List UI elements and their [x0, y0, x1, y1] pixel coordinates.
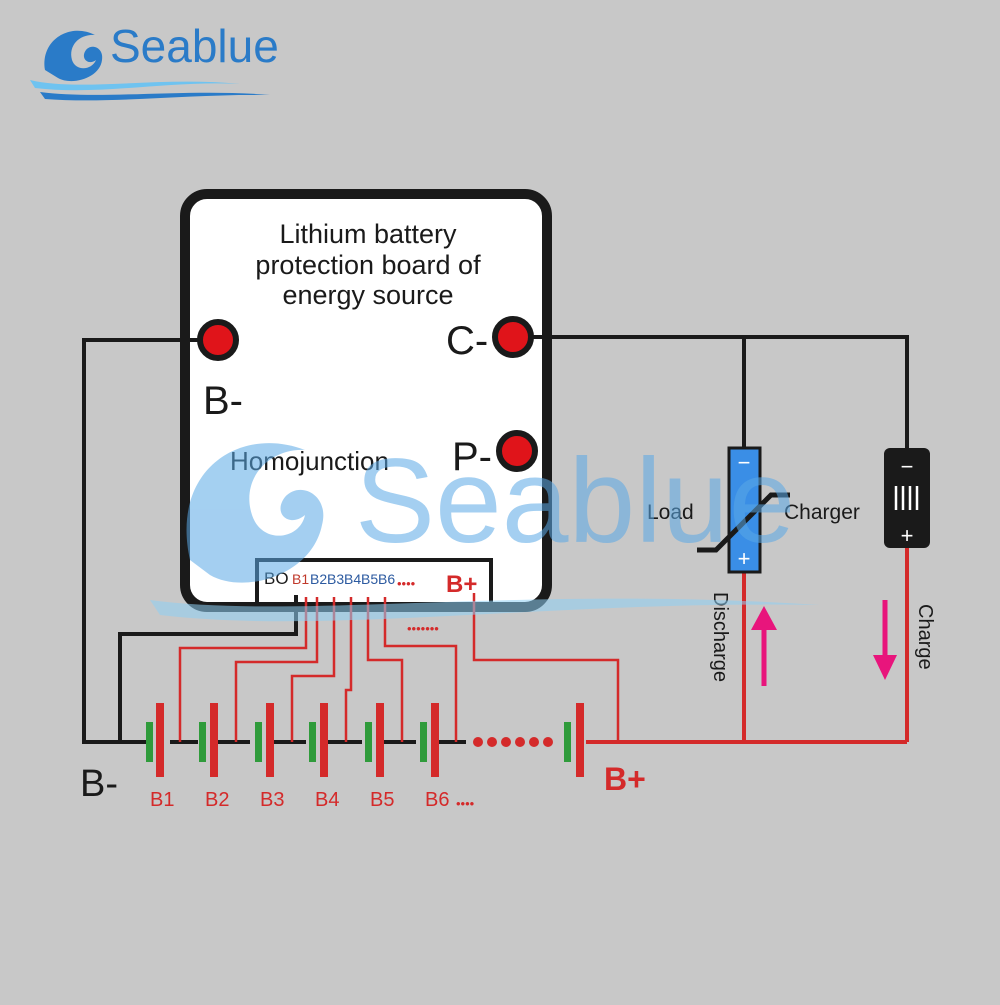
- board-title-line3: energy source: [282, 280, 453, 310]
- discharge-arrow: [751, 606, 777, 686]
- load: − + Load Discharge: [647, 446, 790, 686]
- cell-label-b1: B1: [150, 789, 174, 811]
- connector-pin-b6: B6: [378, 571, 395, 587]
- wire-b-minus-main: [82, 338, 203, 744]
- connector-pin-b4: B4: [344, 571, 361, 587]
- charger-minus-label: −: [901, 454, 914, 479]
- battery-cell-last: [564, 703, 584, 777]
- wave-icon: [30, 30, 270, 101]
- cell-label-more: ••••: [456, 796, 475, 811]
- terminal-p-minus-label: P-: [452, 435, 492, 479]
- load-variable-symbol: [697, 492, 790, 553]
- charge-arrow: [873, 600, 897, 680]
- logo-text: Seablue: [110, 20, 279, 72]
- terminal-c-minus-label: C-: [446, 319, 488, 363]
- board-title-line2: protection board of: [255, 250, 481, 280]
- battery-cell-b5: [365, 703, 384, 777]
- cell-label-b5: B5: [370, 789, 394, 811]
- seablue-logo: Seablue: [30, 20, 279, 101]
- battery-pack: B1 B2 B3 B4 B5 B6 •••• B- B+: [80, 703, 646, 811]
- connector-pin-b1: B1: [292, 571, 309, 587]
- connector-pin-b2: B2: [310, 571, 327, 587]
- terminal-b-minus: [197, 319, 239, 361]
- black-wiring: [82, 335, 909, 744]
- terminal-c-minus: [492, 316, 534, 358]
- red-main-wiring: [586, 548, 909, 744]
- terminal-b-minus-label: B-: [203, 379, 243, 423]
- watermark-wave-icon: [150, 443, 820, 622]
- battery-cell-b2: [199, 703, 218, 777]
- load-plus-label: +: [738, 546, 751, 571]
- charger: − + Charger Charge: [784, 448, 936, 680]
- cell-chain-dots: [473, 737, 553, 747]
- charger-label: Charger: [784, 501, 860, 524]
- cell-label-b4: B4: [315, 789, 339, 811]
- watermark-text: Seablue: [355, 434, 795, 568]
- discharge-label: Discharge: [709, 592, 731, 682]
- cell-label-b6: B6: [425, 789, 449, 811]
- pack-b-minus-label: B-: [80, 763, 118, 805]
- wire-c-minus-charger: [531, 335, 909, 450]
- battery-cell-b4: [309, 703, 328, 777]
- cell-label-b2: B2: [205, 789, 229, 811]
- connector-b-plus-label: B+: [446, 571, 477, 598]
- battery-cell-b3: [255, 703, 274, 777]
- connector-more-dots: •••••••: [407, 621, 439, 636]
- seablue-watermark: Seablue: [150, 434, 820, 622]
- red-sense-wiring: [178, 593, 620, 742]
- cell-label-b3: B3: [260, 789, 284, 811]
- load-minus-label: −: [738, 450, 751, 475]
- protection-board: Lithium battery protection board of ener…: [180, 189, 552, 636]
- charger-vent-icon: [894, 486, 919, 510]
- connector-ellipsis: ••••: [397, 576, 416, 591]
- board-title-line1: Lithium battery: [279, 219, 457, 249]
- connector-pin-b5: B5: [361, 571, 378, 587]
- load-label: Load: [647, 501, 694, 524]
- terminal-p-minus: [496, 430, 538, 472]
- connector-pin-b3: B3: [327, 571, 344, 587]
- charger-plus-label: +: [901, 523, 914, 548]
- charge-label: Charge: [914, 604, 936, 670]
- battery-cell-b1: [146, 703, 164, 777]
- pack-b-plus-label: B+: [604, 761, 646, 797]
- battery-cell-b6: [420, 703, 439, 777]
